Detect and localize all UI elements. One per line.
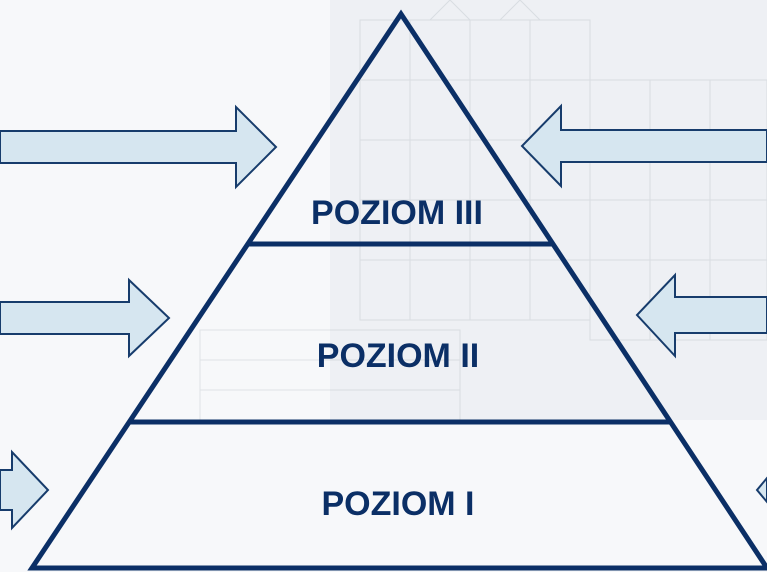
arrows <box>0 103 767 531</box>
level-1-label: POZIOM I <box>322 485 475 523</box>
arrow-left-top <box>0 104 278 190</box>
arrow-right-middle <box>635 272 767 359</box>
arrow-right-top <box>520 103 767 189</box>
level-2-label: POZIOM II <box>317 337 479 375</box>
arrow-right-bottom <box>755 476 767 504</box>
pyramid-outline <box>27 9 767 571</box>
level-3-label: POZIOM III <box>311 194 483 232</box>
arrow-left-bottom <box>0 449 50 531</box>
pyramid: POZIOM III POZIOM II POZIOM I <box>27 9 767 571</box>
arrow-left-middle <box>0 277 171 359</box>
